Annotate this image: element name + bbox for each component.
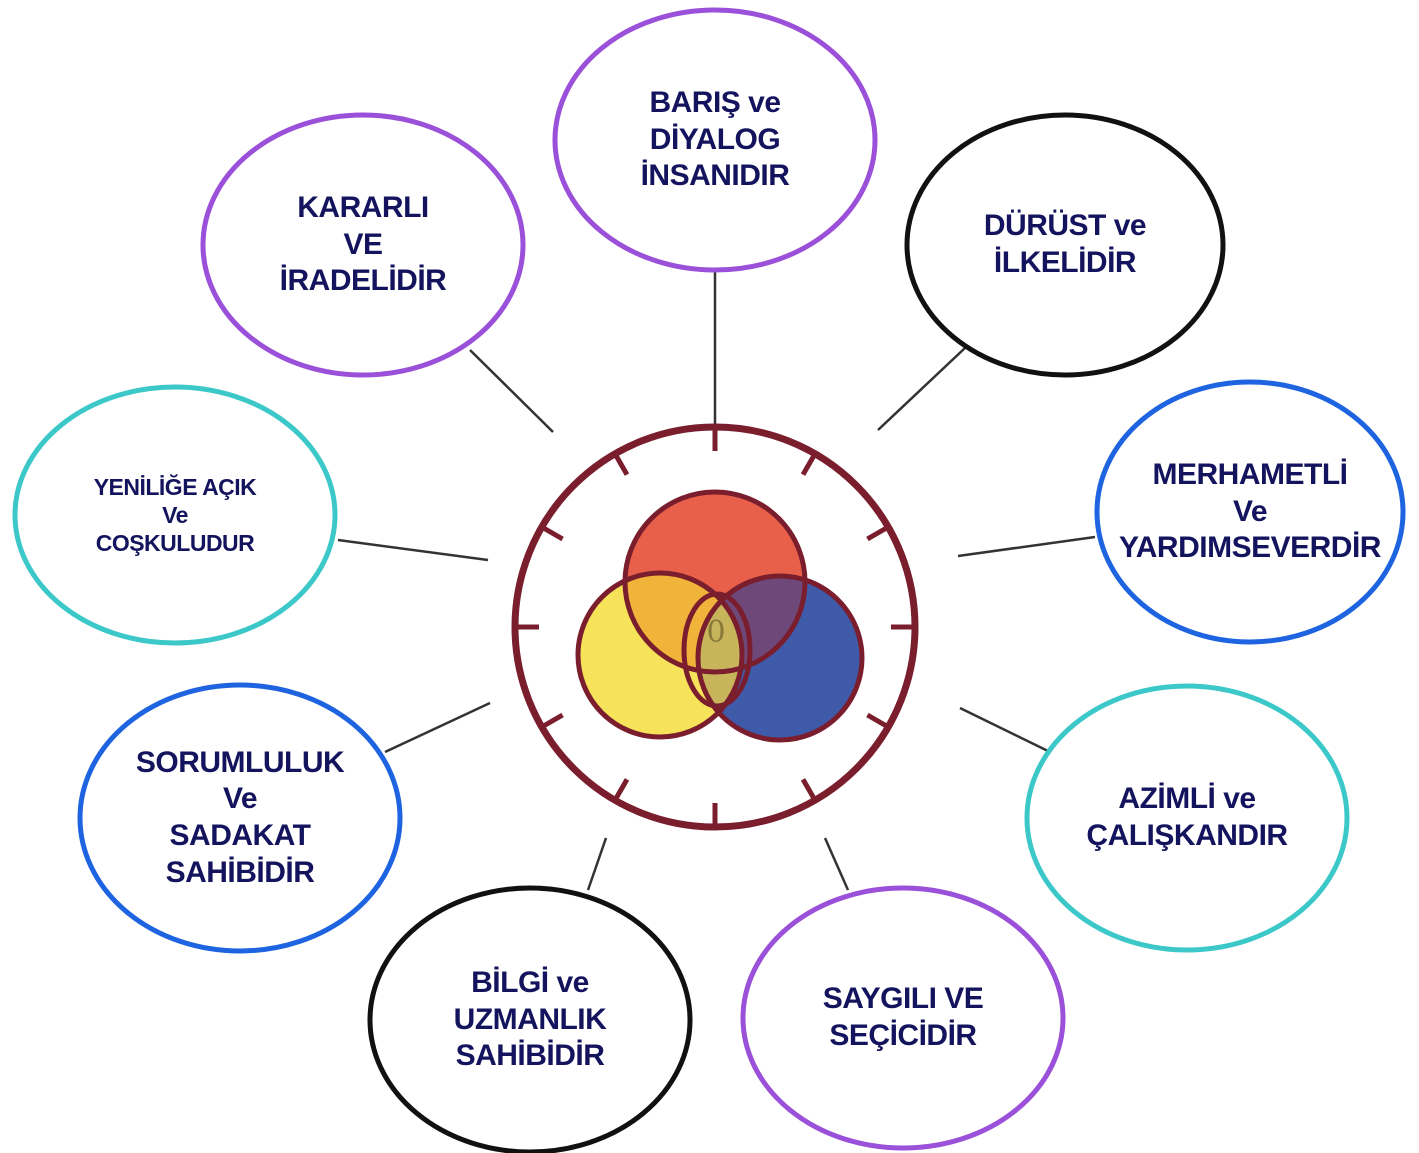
node-circle-bilgi (367, 885, 693, 1153)
venn-outline (575, 570, 745, 740)
node-circle-merhametli (1094, 379, 1406, 645)
center-ring-tick (800, 778, 817, 800)
connector-bilgi (586, 837, 608, 891)
center-ring-tick (613, 454, 630, 476)
center-ring-tick (866, 712, 888, 729)
center-ring-tick (613, 778, 630, 800)
node-circle-yenilige (12, 384, 338, 646)
connector-merhametli (957, 535, 1096, 558)
venn-center-lens (681, 591, 753, 709)
node-circle-kararli (200, 112, 526, 378)
center-ring-tick (800, 454, 817, 476)
node-circle-baris (552, 7, 878, 273)
node-circle-durust (904, 112, 1226, 378)
node-circle-sorumluluk (77, 682, 403, 954)
center-ring-tick (542, 525, 564, 542)
connector-saygili (823, 837, 850, 891)
venn-center-glyph: 0 (706, 615, 725, 650)
center-ring-tick (866, 525, 888, 542)
connector-sorumluluk (384, 701, 491, 754)
connector-durust (877, 347, 966, 431)
node-circle-saygili (740, 885, 1066, 1151)
center-ring-tick (542, 712, 564, 729)
node-circle-azimli (1024, 683, 1350, 953)
venn-outline (695, 573, 865, 743)
connector-azimli (959, 706, 1051, 754)
connector-yenilige (337, 538, 489, 562)
connector-kararli (469, 349, 554, 433)
